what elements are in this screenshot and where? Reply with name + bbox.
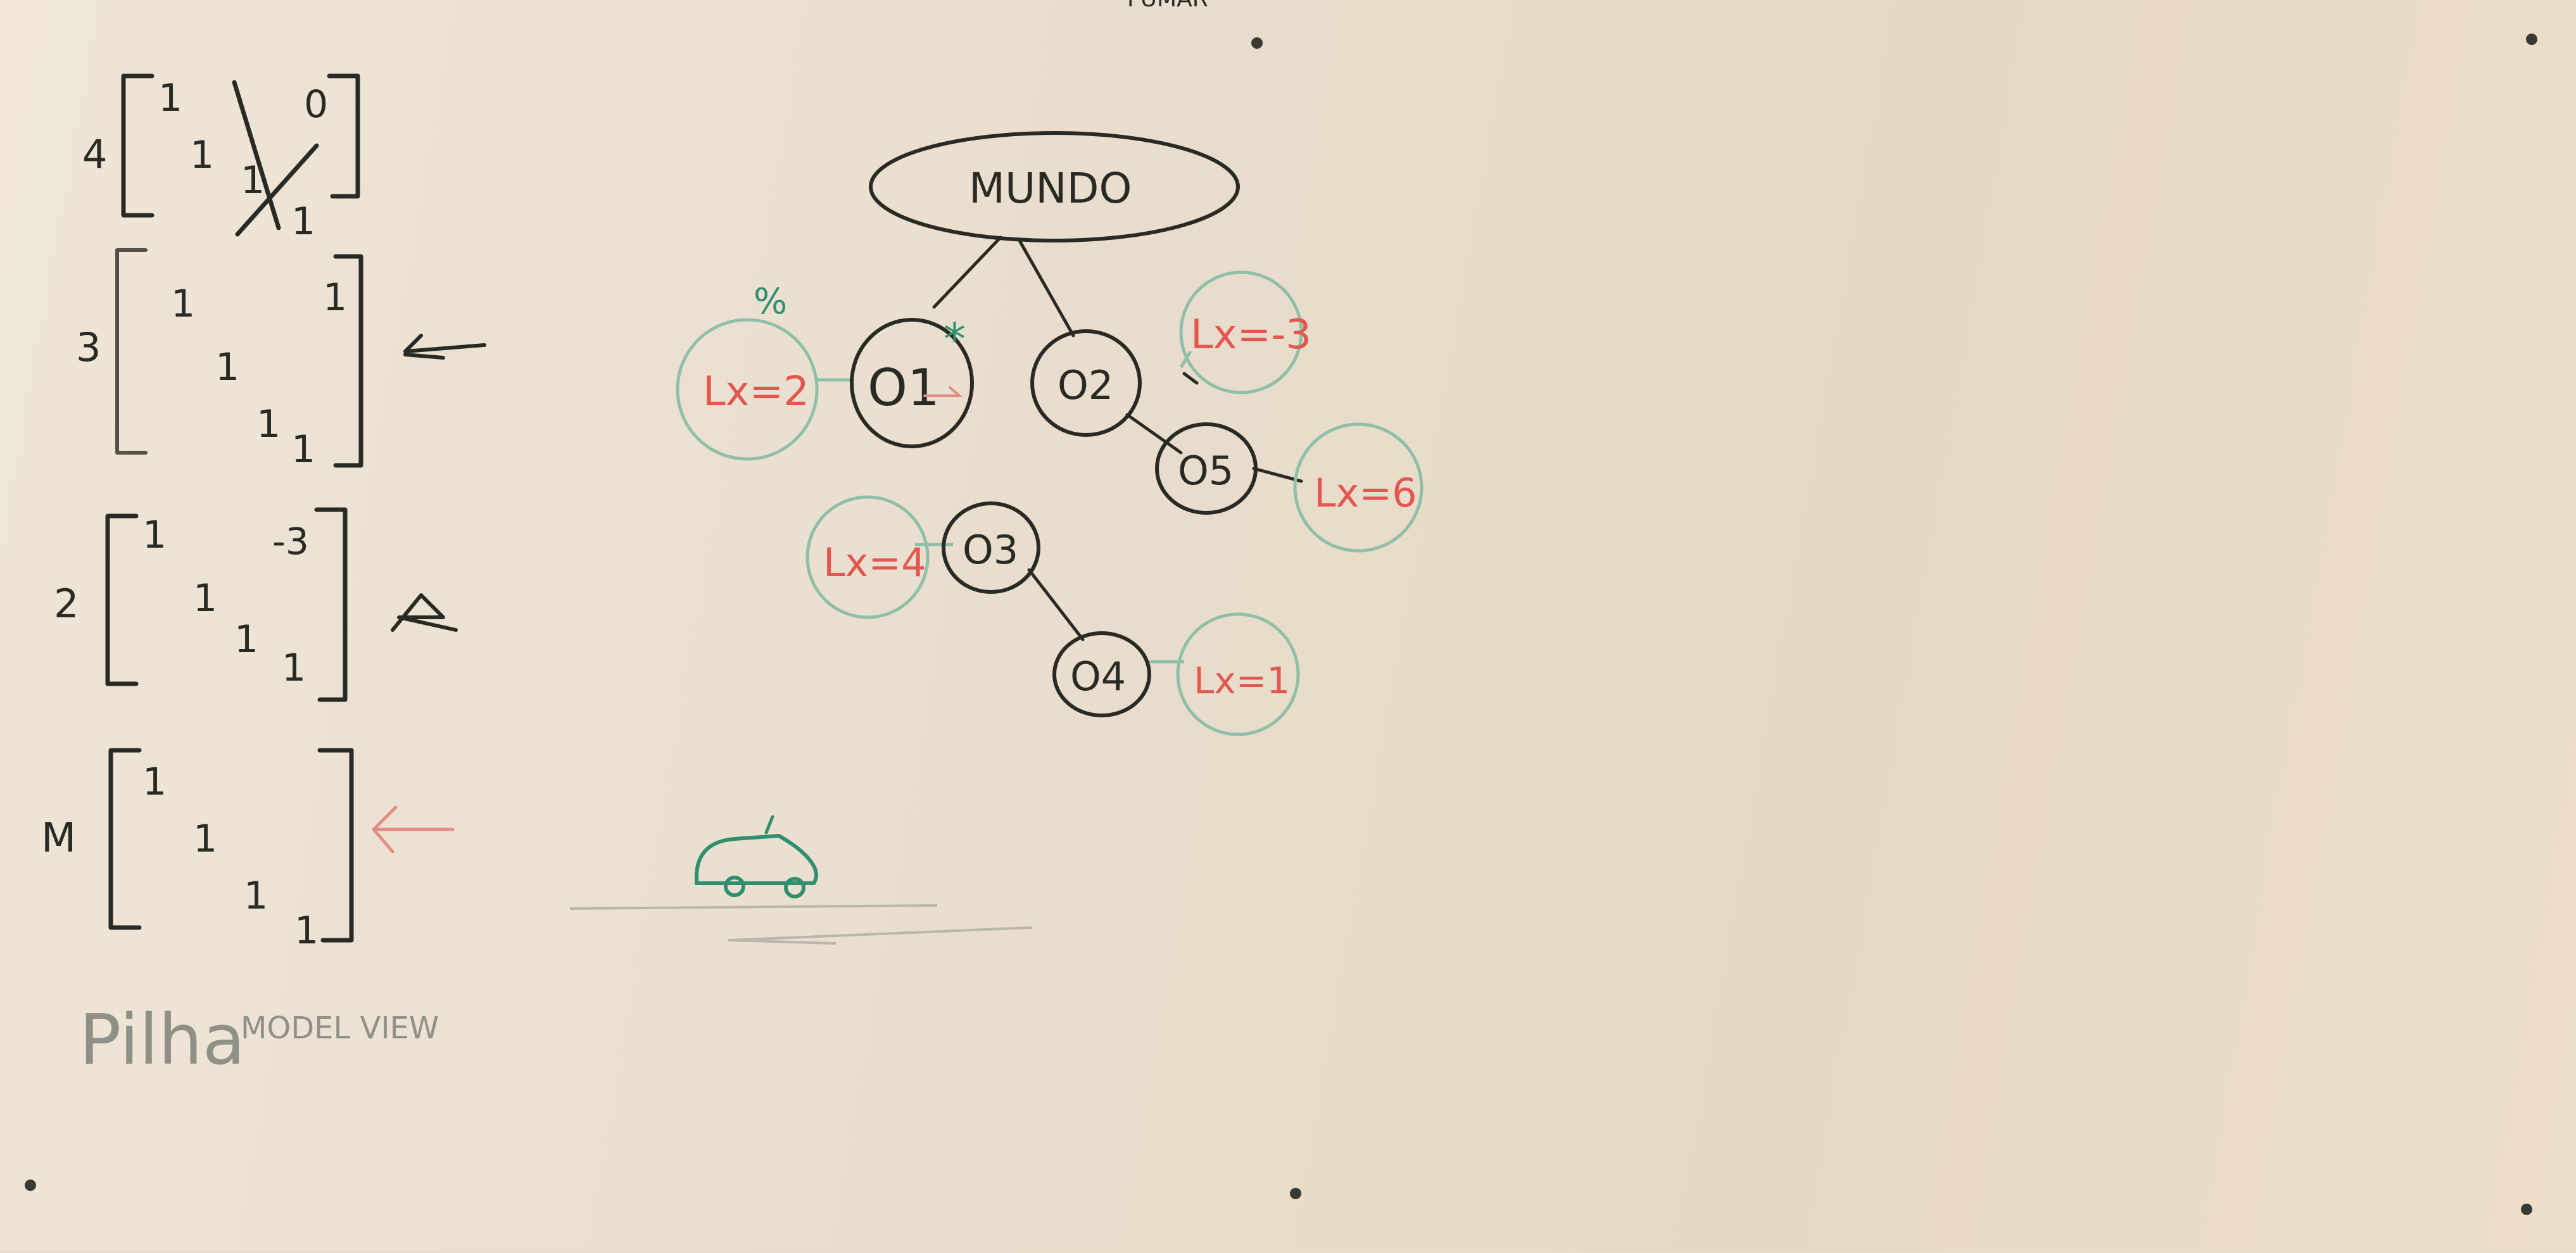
matrix-entry: -3 <box>272 520 309 563</box>
node-label: O3 <box>963 527 1018 573</box>
top-label: FUMAR <box>1127 0 1208 12</box>
transform-link <box>817 350 1192 664</box>
matrix-entry: 1 <box>171 282 195 326</box>
tree-edge <box>1252 467 1303 483</box>
board-screw <box>25 1180 36 1191</box>
transform-bubble <box>1176 612 1300 736</box>
matrix-entry: 1 <box>193 817 217 861</box>
tree-edge <box>1125 413 1183 455</box>
matrix-entry: 1 <box>323 275 347 320</box>
node-o5 <box>1155 422 1258 515</box>
scene-graph: MUNDO O1 * O2 O5 O3 O4 Lx=2 % Lx=-3 Lx=4… <box>676 131 1424 736</box>
matrix-entry: 1 <box>291 199 315 244</box>
node-o2 <box>1030 329 1142 437</box>
transform-bubble <box>1293 422 1424 553</box>
matrix-entry: 1 <box>158 76 182 120</box>
matrix-entry: 1 <box>291 427 315 472</box>
matrix-label: 3 <box>76 324 101 370</box>
matrix-entry: 1 <box>190 133 214 177</box>
board-screw <box>1251 37 1263 49</box>
node-label: O1 <box>868 358 940 417</box>
board-screw <box>2526 34 2537 45</box>
arrow-left-icon <box>403 334 486 360</box>
arrow-left-icon <box>391 593 458 632</box>
matrix-entry: 1 <box>142 760 167 804</box>
matrix-m: M 1 1 1 1 <box>41 748 455 953</box>
asterisk-mark: * <box>944 313 966 365</box>
transform-label: Lx=2 <box>703 368 809 415</box>
transform-bubble <box>805 495 930 619</box>
matrix-3: 3 1 1 1 1 1 <box>76 248 486 472</box>
tree-edge <box>1027 568 1085 641</box>
arrow-left-icon <box>372 805 455 853</box>
matrix-entry: 1 <box>256 402 281 446</box>
matrix-entry: 1 <box>294 909 319 953</box>
matrix-label: 2 <box>54 581 79 627</box>
matrix-label: M <box>41 815 76 862</box>
node-label: O5 <box>1178 448 1234 494</box>
tree-edge <box>1182 372 1199 385</box>
stack-title: Pilha <box>79 999 245 1080</box>
matrix-4: 4 1 0 1 1 1 <box>82 73 360 244</box>
node-o4 <box>1052 631 1151 717</box>
matrix-entry: 1 <box>215 345 239 389</box>
transform-label: Lx=-3 <box>1190 312 1311 358</box>
tree-edge <box>932 236 1075 337</box>
matrix-label: 4 <box>82 131 107 177</box>
car-icon <box>695 815 818 898</box>
matrix-entry: 1 <box>244 874 268 918</box>
node-label: O2 <box>1058 362 1113 408</box>
transform-label: Lx=6 <box>1314 470 1417 516</box>
node-o3 <box>942 501 1040 594</box>
stack-subtitle: MODEL VIEW <box>241 1011 439 1046</box>
root-node <box>869 131 1240 242</box>
node-o1 <box>850 318 974 448</box>
node-label: O4 <box>1070 653 1126 700</box>
matrix-entry: 1 <box>142 513 167 557</box>
root-label: MUNDO <box>969 164 1132 213</box>
matrix-entry: 1 <box>234 617 258 662</box>
matrix-entry: 1 <box>193 576 217 620</box>
matrix-entry: 0 <box>304 82 328 127</box>
matrix-2: 2 1 -3 1 1 1 <box>54 507 458 702</box>
green-mark: % <box>754 281 787 322</box>
board-screw <box>2521 1204 2532 1215</box>
transform-bubble <box>676 318 819 461</box>
board-screw <box>1290 1188 1301 1199</box>
arrow-right-icon <box>923 386 963 397</box>
transform-label: Lx=1 <box>1194 659 1290 702</box>
transform-label: Lx=4 <box>823 539 926 586</box>
transform-bubble <box>1179 270 1303 394</box>
matrix-entry: 1 <box>282 646 306 690</box>
